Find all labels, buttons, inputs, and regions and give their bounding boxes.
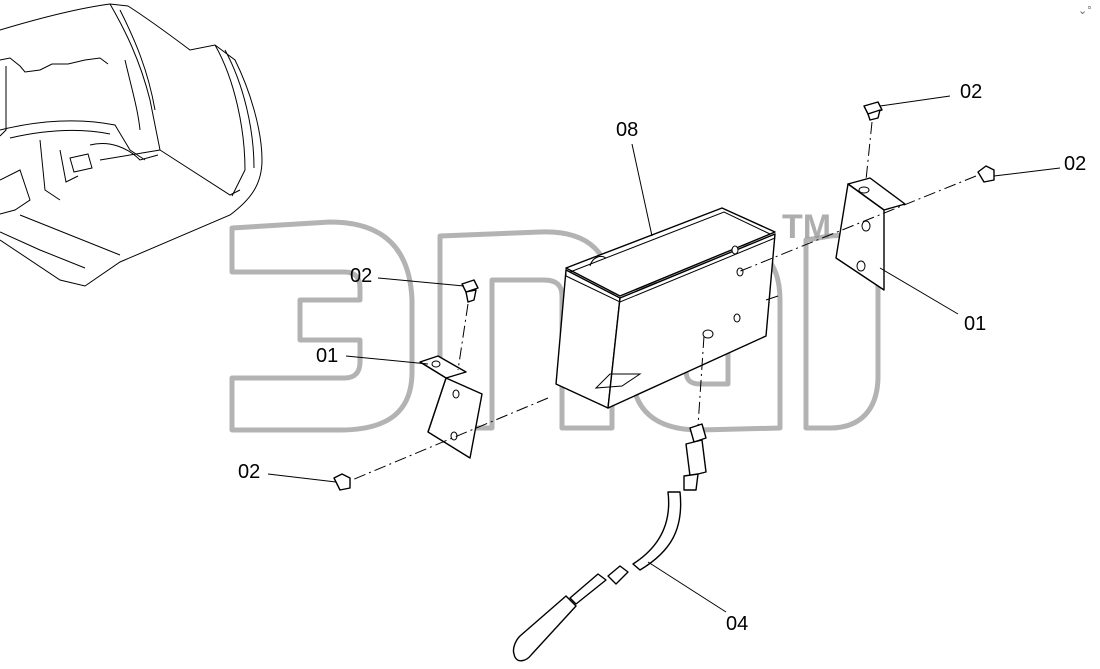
bolt-mid (461, 279, 479, 303)
bracket-right (835, 177, 906, 291)
callout-02-right: 02 (1064, 153, 1086, 175)
callout-01-left: 01 (316, 345, 338, 367)
callout-01-right: 01 (964, 313, 986, 335)
callout-02-mid: 02 (350, 265, 372, 287)
bracket-left (419, 355, 483, 459)
watermark-letter-e (229, 219, 415, 433)
watermark-logo: TM (229, 208, 881, 433)
cab-context-drawing (0, 3, 263, 287)
cable-assembly (512, 423, 707, 662)
storage-box (555, 207, 779, 409)
callout-08: 08 (616, 119, 638, 141)
callout-04: 04 (726, 613, 748, 635)
corner-mark: ⌄° (1078, 5, 1092, 17)
bolt-bottom (333, 473, 351, 491)
center-lines (351, 121, 977, 481)
callout-labels: 08 02 02 01 02 01 02 04 (238, 81, 1086, 635)
callout-02-bottom: 02 (238, 461, 260, 483)
leader-lines (267, 95, 1061, 613)
callout-02-top: 02 (960, 81, 982, 103)
bolt-top (863, 101, 883, 121)
watermark-letter-p (437, 229, 615, 431)
watermark-trademark: TM (782, 208, 831, 246)
bolt-right (977, 165, 995, 183)
